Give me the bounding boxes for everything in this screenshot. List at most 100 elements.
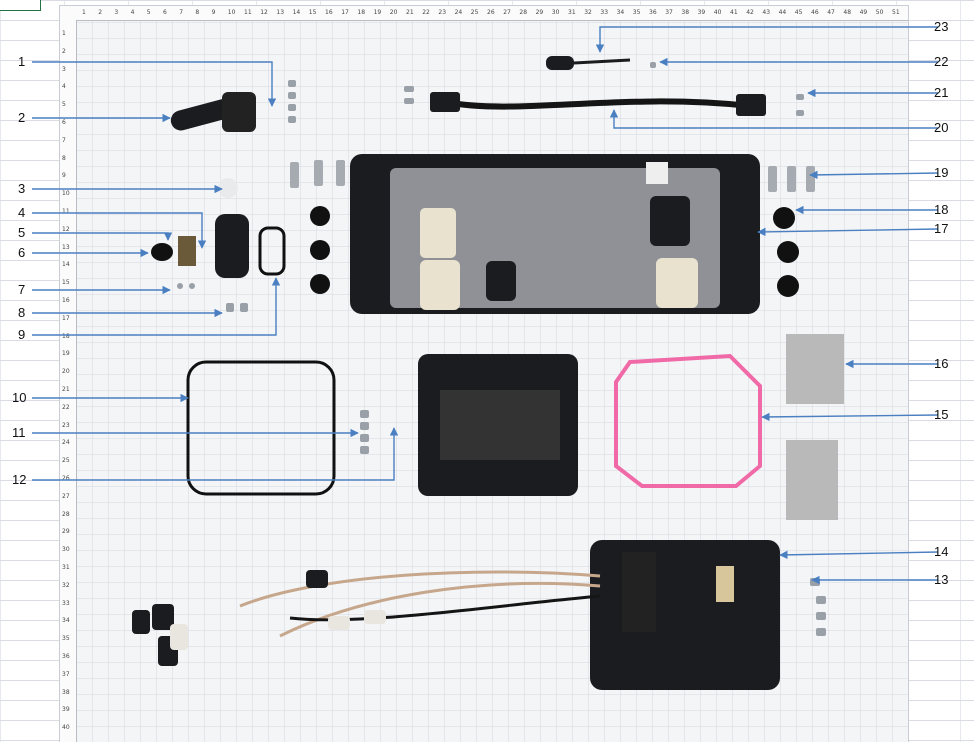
ruler-tick-label: 16 [325,9,333,16]
ruler-tick-label: 45 [794,9,803,16]
ruler-tick-label: 39 [62,706,70,714]
callout-number: 16 [934,356,949,371]
ruler-tick-label: 34 [62,617,70,625]
ruler-tick-label: 39 [697,9,706,16]
ruler-tick-label: 51 [892,9,900,16]
ruler-tick-label: 35 [62,635,70,643]
ruler-tick-label: 36 [649,9,657,16]
ruler-tick-label: 1 [62,30,66,37]
ruler-tick-label: 27 [503,9,511,16]
ruler-tick-label: 16 [62,297,70,304]
thermal-pad-top [786,334,844,404]
callout-number: 10 [12,390,27,405]
ruler-tick-label: 21 [406,9,414,16]
ruler-tick-label: 9 [62,172,66,180]
ruler-tick-label: 15 [62,279,70,287]
ruler-tick-label: 33 [600,9,609,16]
ruler-tick-label: 27 [62,492,70,500]
ruler-tick-label: 35 [632,9,641,16]
parts-drawing [132,56,844,690]
ruler-tick-label: 19 [62,350,70,358]
selected-cell[interactable] [0,0,41,11]
callout-number: 5 [18,225,26,240]
ruler-tick-label: 3 [62,65,66,73]
ruler-tick-label: 26 [487,9,495,16]
ruler-tick-label: 11 [62,208,70,215]
pink-gasket [614,353,762,488]
callout-number: 17 [934,221,949,236]
ruler-tick-label: 44 [778,9,787,16]
ruler-tick-label: 42 [746,9,754,16]
ruler-tick-label: 43 [762,9,771,16]
ruler-tick-label: 31 [568,9,576,16]
callout-number: 20 [934,120,949,135]
ruler-tick-label: 37 [62,670,70,678]
callout-number: 7 [18,282,26,297]
ruler-tick-label: 40 [62,724,70,732]
screws-1 [288,80,296,123]
ruler-tick-label: 21 [62,386,70,393]
ruler-tick-label: 50 [875,9,884,16]
callout-number: 2 [18,110,26,125]
callout-number: 14 [934,544,949,559]
ruler-tick-label: 14 [62,261,70,269]
ruler-tick-label: 23 [438,9,447,16]
callout-number: 9 [18,327,26,342]
ruler-tick-label: 11 [244,9,252,16]
ruler-tick-label: 26 [62,475,70,482]
ruler-tick-label: 5 [62,101,66,109]
ruler-tick-label: 13 [62,243,70,251]
ruler-tick-label: 9 [211,9,216,16]
ruler-tick-label: 23 [62,421,70,429]
callout-number: 15 [934,407,949,422]
small-pcb [178,236,196,266]
ruler-tick-label: 32 [62,581,70,589]
callout-number: 1 [18,54,26,69]
ruler-tick-label: 29 [62,528,70,536]
callout-number: 3 [18,181,26,196]
ruler-tick-label: 14 [292,9,301,16]
ruler-tick-label: 22 [62,403,70,411]
ruler-tick-label: 32 [584,9,592,16]
ruler-tick-label: 6 [62,119,66,126]
ruler-tick-label: 7 [179,9,184,16]
ruler-tick-label: 22 [422,9,430,16]
ruler-tick-label: 18 [62,332,70,340]
ruler-tick-label: 12 [260,9,268,16]
ruler-tick-label: 19 [373,9,382,16]
ruler-tick-label: 25 [470,9,479,16]
rubber-cap [151,243,173,261]
ruler-tick-label: 17 [341,9,349,16]
ruler-tick-label: 30 [62,546,70,554]
ruler-tick-label: 17 [62,314,70,322]
callout-number: 4 [18,205,26,220]
ruler-tick-label: 28 [62,510,70,518]
ruler-tick-label: 15 [308,9,317,16]
ruler-tick-label: 1 [82,9,86,16]
ruler-tick-label: 38 [62,688,70,696]
callout-number: 21 [934,85,949,100]
callout-number: 23 [934,19,949,34]
ruler-tick-label: 33 [62,599,70,607]
ruler-tick-label: 28 [519,9,528,16]
ruler-tick-label: 4 [62,83,66,91]
callout-number: 19 [934,165,949,180]
ruler-tick-label: 40 [713,9,722,16]
ruler-tick-label: 2 [62,47,66,55]
ruler-tick-label: 31 [62,564,70,571]
ruler-tick-label: 34 [616,9,625,16]
ruler-tick-label: 37 [665,9,673,16]
ruler-tick-label: 7 [62,136,66,144]
callout-number: 13 [934,572,949,587]
ruler-tick-label: 36 [62,653,70,660]
ruler-tick-label: 47 [827,9,835,16]
ruler-tick-label: 30 [551,9,560,16]
connector-plug [215,214,249,278]
ruler-tick-label: 49 [859,9,868,16]
ruler-tick-label: 3 [114,9,119,16]
ruler-tick-label: 10 [62,190,70,198]
small-disc [218,178,238,198]
ruler-tick-label: 38 [681,9,690,16]
